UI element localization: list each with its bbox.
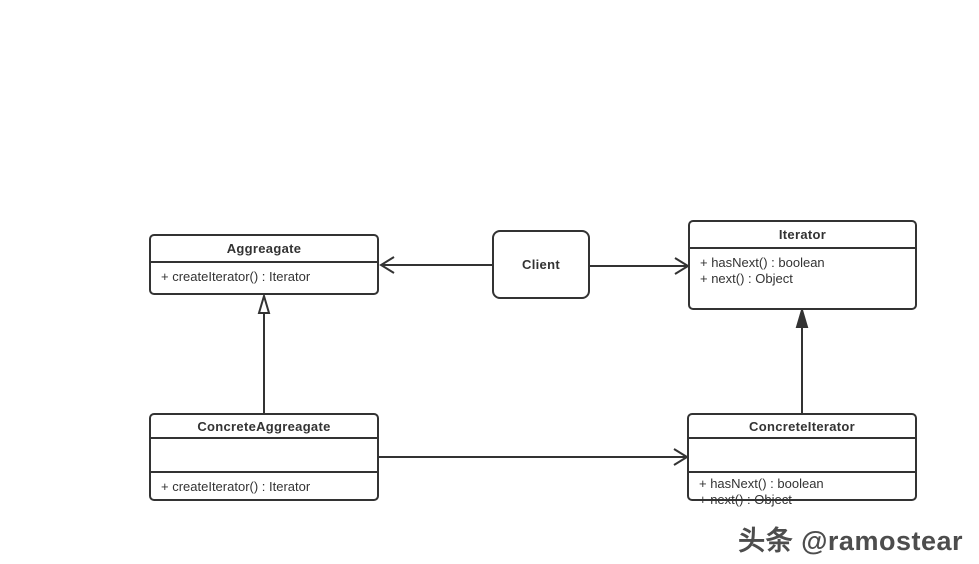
class-methods-compartment: + hasNext() : boolean + next() : Object [690,249,915,287]
class-attributes-compartment [151,439,377,473]
open-arrowhead-left-icon [379,256,395,274]
filled-triangle-arrowhead-icon [795,306,809,328]
class-methods-compartment: + createIterator() : Iterator [151,473,377,495]
hollow-triangle-arrowhead-icon [257,292,271,314]
method-item: + next() : Object [700,271,793,286]
class-title: ConcreteAggreagate [151,415,377,439]
class-title: ConcreteIterator [689,415,915,439]
open-arrowhead-right-icon [673,448,689,466]
class-methods-compartment: + hasNext() : boolean + next() : Object [689,473,915,508]
class-box-concrete-iterator: ConcreteIterator + hasNext() : boolean +… [687,413,917,507]
class-methods-compartment: + createIterator() : Iterator [151,263,377,285]
class-attributes-compartment [689,439,915,473]
method-item: + next() : Object [699,492,792,507]
class-title: Iterator [690,222,915,249]
method-item: + hasNext() : boolean [700,255,825,270]
relation-concrete-aggregate-to-aggregate [257,292,271,413]
relation-concrete-aggregate-to-concrete-iterator [379,448,689,466]
relation-client-to-aggregate [379,256,492,274]
method-item: + createIterator() : Iterator [161,479,311,494]
class-box-concrete-aggregate: ConcreteAggreagate + createIterator() : … [149,413,379,501]
relation-client-to-iterator [590,257,690,275]
open-arrowhead-right-icon [674,257,690,275]
watermark: 头条 @ramostear [738,526,963,556]
relation-concrete-iterator-to-iterator [795,306,809,413]
class-title: Aggreagate [151,236,377,263]
class-title: Client [522,257,560,272]
class-box-client: Client [492,230,590,299]
class-box-aggregate: Aggreagate + createIterator() : Iterator [149,234,379,295]
method-item: + hasNext() : boolean [699,476,824,491]
method-item: + createIterator() : Iterator [161,269,311,284]
class-box-iterator: Iterator + hasNext() : boolean + next() … [688,220,917,310]
